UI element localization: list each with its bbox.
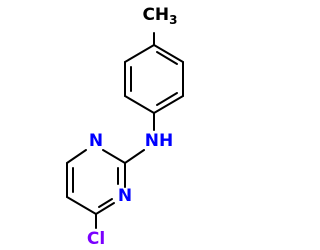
bond-pyr-c5-c4 xyxy=(66,196,97,215)
bond-nh-c2 xyxy=(124,149,145,164)
methyl-text: CH xyxy=(142,5,169,25)
methyl-label: CH3 xyxy=(142,5,177,27)
atom-labels: CH3 NH N N Cl xyxy=(87,5,178,249)
bond-pyr-n1-c6 xyxy=(66,149,87,164)
bond-pyr-c2-n1 xyxy=(102,149,126,164)
chlorine-label: Cl xyxy=(87,229,105,249)
bonds xyxy=(66,32,184,229)
methyl-subscript: 3 xyxy=(169,13,177,27)
bond-tolyl-4 xyxy=(124,95,155,114)
bond-tolyl-6 xyxy=(124,44,155,63)
bond-tolyl-1 xyxy=(153,44,184,63)
ring-n1-label: N xyxy=(89,131,103,151)
bond-tolyl-3 xyxy=(153,95,184,114)
bond-tolyl-double-1 xyxy=(156,51,178,65)
bond-pyr-c4-n3 xyxy=(95,202,115,215)
amine-label: NH xyxy=(145,131,173,151)
bond-pyr-double-2 xyxy=(98,198,113,208)
ring-n3-label: N xyxy=(118,186,132,206)
bond-tolyl-double-2 xyxy=(156,92,178,106)
molecule-structure-diagram: CH3 NH N N Cl xyxy=(66,5,184,249)
